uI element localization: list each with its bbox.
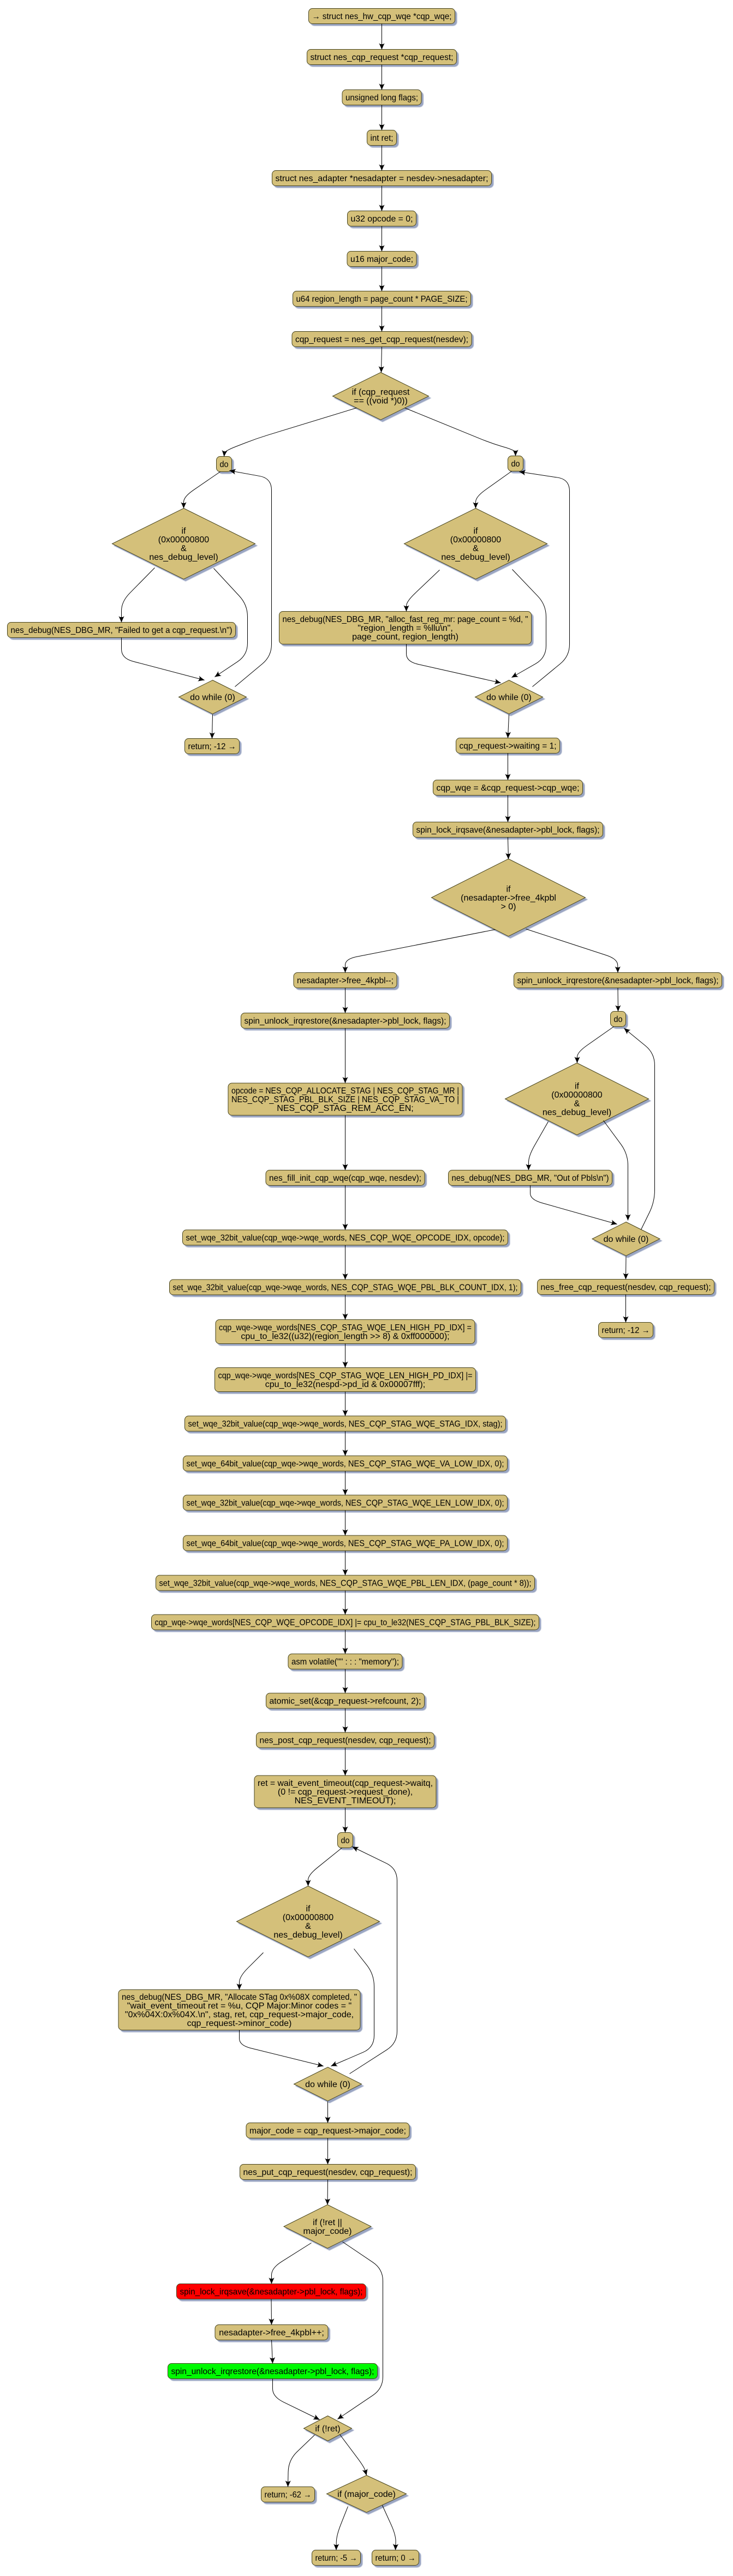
- svg-text:NES_EVENT_TIMEOUT);: NES_EVENT_TIMEOUT);: [295, 1796, 396, 1806]
- svg-text:return; -5 →: return; -5 →: [315, 2554, 357, 2563]
- svg-text:set_wqe_32bit_value(cqp_wqe->w: set_wqe_32bit_value(cqp_wqe->wqe_words, …: [187, 1499, 504, 1508]
- svg-text:(0x00000800: (0x00000800: [158, 535, 210, 545]
- svg-text:opcode = NES_CQP_ALLOCATE_STAG: opcode = NES_CQP_ALLOCATE_STAG | NES_CQP…: [231, 1086, 459, 1096]
- svg-text:NES_CQP_STAG_REM_ACC_EN;: NES_CQP_STAG_REM_ACC_EN;: [277, 1104, 413, 1113]
- svg-text:nes_debug_level): nes_debug_level): [543, 1108, 611, 1117]
- svg-text:if: if: [306, 1904, 311, 1914]
- svg-text:major_code = cqp_request->majo: major_code = cqp_request->major_code;: [249, 2126, 406, 2136]
- svg-text:if (!ret): if (!ret): [315, 2424, 340, 2434]
- svg-text:struct nes_adapter *nesadapter: struct nes_adapter *nesadapter = nesdev-…: [276, 174, 488, 183]
- svg-text:return; -12 →: return; -12 →: [188, 742, 236, 751]
- svg-text:&: &: [574, 1099, 580, 1109]
- svg-text:(nesadapter->free_4kpbl: (nesadapter->free_4kpbl: [461, 894, 556, 903]
- svg-text:if: if: [182, 527, 187, 536]
- svg-text:do: do: [341, 1836, 350, 1845]
- svg-text:set_wqe_32bit_value(cqp_wqe->w: set_wqe_32bit_value(cqp_wqe->wqe_words, …: [188, 1420, 503, 1429]
- svg-text:NES_CQP_STAG_PBL_BLK_SIZE | NE: NES_CQP_STAG_PBL_BLK_SIZE | NES_CQP_STAG…: [231, 1095, 459, 1104]
- svg-text:if: if: [506, 885, 511, 894]
- svg-text:spin_lock_irqsave(&nesadapter-: spin_lock_irqsave(&nesadapter->pbl_lock,…: [416, 826, 600, 835]
- svg-text:cpu_to_le32(nespd->pd_id & 0x0: cpu_to_le32(nespd->pd_id & 0x00007fff);: [265, 1380, 425, 1389]
- svg-text:if: if: [575, 1082, 580, 1091]
- svg-text:&: &: [473, 544, 479, 553]
- svg-text:spin_unlock_irqrestore(&nesada: spin_unlock_irqrestore(&nesadapter->pbl_…: [517, 976, 719, 985]
- svg-text:cqp_request->minor_code): cqp_request->minor_code): [187, 2019, 292, 2028]
- svg-text:cqp_wqe->wqe_words[NES_CQP_STA: cqp_wqe->wqe_words[NES_CQP_STAG_WQE_LEN_…: [219, 1323, 472, 1332]
- svg-text:if (major_code): if (major_code): [337, 2490, 396, 2499]
- svg-text:> 0): > 0): [500, 903, 516, 912]
- svg-text:u16 major_code;: u16 major_code;: [350, 255, 413, 264]
- svg-text:nes_debug(NES_DBG_MR, "alloc_f: nes_debug(NES_DBG_MR, "alloc_fast_reg_mr…: [283, 615, 528, 624]
- svg-text:set_wqe_64bit_value(cqp_wqe->w: set_wqe_64bit_value(cqp_wqe->wqe_words, …: [187, 1460, 504, 1469]
- svg-text:ret = wait_event_timeout(cqp_r: ret = wait_event_timeout(cqp_request->wa…: [258, 1779, 433, 1788]
- svg-text:nes_free_cqp_request(nesdev, c: nes_free_cqp_request(nesdev, cqp_request…: [541, 1283, 711, 1292]
- svg-text:nes_debug_level): nes_debug_level): [273, 1930, 342, 1940]
- svg-text:do: do: [511, 459, 520, 469]
- svg-text:return; 0 →: return; 0 →: [376, 2554, 416, 2563]
- svg-text:nesadapter->free_4kpbl--;: nesadapter->free_4kpbl--;: [297, 976, 394, 985]
- svg-text:== ((void *)0)): == ((void *)0)): [354, 397, 408, 406]
- svg-text:if: if: [474, 527, 479, 536]
- svg-text:u32 opcode = 0;: u32 opcode = 0;: [351, 214, 413, 224]
- svg-text:&: &: [181, 544, 187, 553]
- svg-text:(0x00000800: (0x00000800: [283, 1913, 334, 1922]
- svg-text:(0 != cqp_request->request_don: (0 != cqp_request->request_done),: [278, 1788, 413, 1797]
- svg-text:nes_debug_level): nes_debug_level): [441, 553, 510, 562]
- svg-text:nes_fill_init_cqp_wqe(cqp_wqe,: nes_fill_init_cqp_wqe(cqp_wqe, nesdev);: [269, 1174, 421, 1183]
- svg-text:atomic_set(&cqp_request->refco: atomic_set(&cqp_request->refcount, 2);: [270, 1697, 421, 1706]
- svg-text:spin_lock_irqsave(&nesadapter-: spin_lock_irqsave(&nesadapter->pbl_lock,…: [180, 2287, 363, 2297]
- svg-text:nesadapter->free_4kpbl++;: nesadapter->free_4kpbl++;: [219, 2328, 324, 2338]
- svg-text:nes_post_cqp_request(nesdev, c: nes_post_cqp_request(nesdev, cqp_request…: [260, 1736, 431, 1746]
- svg-text:u64 region_length = page_count: u64 region_length = page_count * PAGE_SI…: [296, 295, 468, 304]
- svg-text:struct nes_cqp_request *cqp_re: struct nes_cqp_request *cqp_request;: [311, 53, 454, 62]
- svg-text:(0x00000800: (0x00000800: [551, 1091, 603, 1100]
- svg-text:&: &: [305, 1922, 311, 1931]
- svg-text:do while (0): do while (0): [486, 693, 532, 702]
- svg-text:nes_debug(NES_DBG_MR, "Failed: nes_debug(NES_DBG_MR, "Failed to get a c…: [11, 626, 233, 635]
- svg-text:"wait_event_timeout ret = %u,: "wait_event_timeout ret = %u, CQP Major:…: [127, 2001, 351, 2011]
- svg-text:cpu_to_le32((u32)(region_lengt: cpu_to_le32((u32)(region_length >> 8) & …: [241, 1332, 449, 1341]
- svg-text:page_count, region_length): page_count, region_length): [352, 632, 458, 642]
- svg-text:"0x%04X:0x%04X.\n", stag, ret,: "0x%04X:0x%04X.\n", stag, ret, cqp_reque…: [125, 2010, 354, 2019]
- svg-text:if (!ret ||: if (!ret ||: [313, 2218, 342, 2227]
- svg-text:cqp_request->waiting = 1;: cqp_request->waiting = 1;: [460, 742, 557, 751]
- svg-text:major_code): major_code): [303, 2227, 352, 2236]
- svg-text:int ret;: int ret;: [371, 134, 394, 143]
- svg-text:nes_debug_level): nes_debug_level): [149, 553, 218, 562]
- svg-text:nes_debug(NES_DBG_MR, "Out of: nes_debug(NES_DBG_MR, "Out of Pbls\n"): [452, 1174, 609, 1183]
- svg-text:return; -62 →: return; -62 →: [265, 2490, 312, 2500]
- svg-text:cqp_wqe->wqe_words[NES_CQP_WQE: cqp_wqe->wqe_words[NES_CQP_WQE_OPCODE_ID…: [155, 1618, 536, 1628]
- svg-text:nes_put_cqp_request(nesdev, cq: nes_put_cqp_request(nesdev, cqp_request)…: [243, 2168, 413, 2177]
- svg-text:spin_unlock_irqrestore(&nesada: spin_unlock_irqrestore(&nesadapter->pbl_…: [245, 1017, 446, 1026]
- svg-text:set_wqe_32bit_value(cqp_wqe->w: set_wqe_32bit_value(cqp_wqe->wqe_words, …: [173, 1283, 518, 1293]
- svg-text:"region_length = %llu\n",: "region_length = %llu\n",: [357, 624, 453, 633]
- svg-text:(0x00000800: (0x00000800: [450, 535, 502, 545]
- svg-text:do while (0): do while (0): [305, 2080, 350, 2089]
- svg-text:cqp_wqe->wqe_words[NES_CQP_STA: cqp_wqe->wqe_words[NES_CQP_STAG_WQE_LEN_…: [218, 1371, 473, 1380]
- svg-text:cqp_wqe = &cqp_request->cqp_wq: cqp_wqe = &cqp_request->cqp_wqe;: [437, 784, 580, 793]
- svg-text:do while (0): do while (0): [604, 1235, 649, 1244]
- svg-text:if (cqp_request: if (cqp_request: [352, 388, 410, 397]
- svg-text:unsigned long flags;: unsigned long flags;: [345, 93, 418, 103]
- svg-text:do while (0): do while (0): [190, 693, 235, 702]
- svg-text:return; -12 →: return; -12 →: [602, 1326, 650, 1335]
- svg-text:set_wqe_32bit_value(cqp_wqe->w: set_wqe_32bit_value(cqp_wqe->wqe_words, …: [186, 1234, 505, 1243]
- svg-text:asm volatile("" : : : "memory": asm volatile("" : : : "memory");: [291, 1658, 399, 1667]
- svg-text:nes_debug(NES_DBG_MR, "Allocat: nes_debug(NES_DBG_MR, "Allocate STag 0x%…: [122, 1993, 357, 2002]
- svg-text:→ struct nes_hw_cqp_wqe *cqp_w: → struct nes_hw_cqp_wqe *cqp_wqe;: [312, 12, 452, 21]
- svg-text:spin_unlock_irqrestore(&nesada: spin_unlock_irqrestore(&nesadapter->pbl_…: [171, 2367, 374, 2376]
- svg-text:set_wqe_32bit_value(cqp_wqe->w: set_wqe_32bit_value(cqp_wqe->wqe_words, …: [159, 1579, 532, 1588]
- svg-text:cqp_request = nes_get_cqp_requ: cqp_request = nes_get_cqp_request(nesdev…: [295, 335, 468, 344]
- svg-text:do: do: [220, 460, 229, 469]
- svg-text:set_wqe_64bit_value(cqp_wqe->w: set_wqe_64bit_value(cqp_wqe->wqe_words, …: [187, 1539, 504, 1549]
- svg-text:do: do: [614, 1015, 623, 1024]
